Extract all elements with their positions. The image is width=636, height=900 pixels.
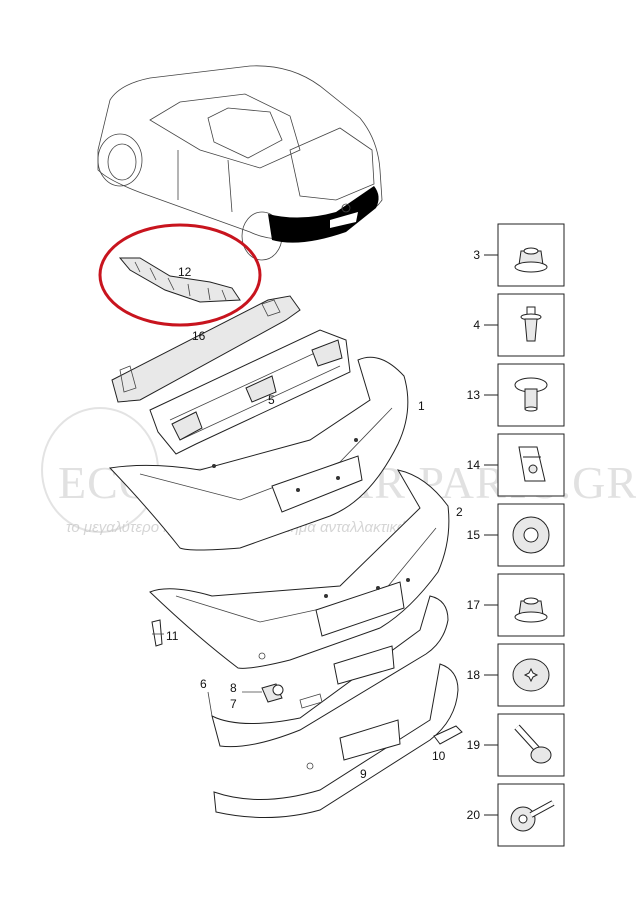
fastener-item: 15 — [467, 503, 565, 567]
fastener-item: 17 — [467, 573, 565, 637]
flange-nut-icon — [514, 597, 548, 623]
highlighted-rear-bumper — [268, 186, 379, 243]
fastener-label: 19 — [467, 738, 481, 752]
bracket-12 — [118, 257, 241, 303]
torx-bolt-icon — [510, 800, 555, 832]
fastener-label: 17 — [467, 598, 481, 612]
fastener-item: 19 — [467, 713, 565, 777]
fastener-item: 13 — [467, 363, 565, 427]
callout-7: 7 — [230, 697, 237, 711]
fastener-item: 14 — [467, 433, 565, 497]
fastener-label: 14 — [467, 458, 481, 472]
callout-6: 6 — [200, 677, 207, 691]
callout-1: 1 — [418, 399, 425, 413]
valance-7 — [211, 595, 449, 748]
diffuser-9 — [213, 663, 459, 819]
torx-screw-icon — [512, 658, 550, 692]
clip-11 — [151, 619, 164, 647]
reinforcement-16 — [111, 295, 301, 403]
callout-16: 16 — [192, 329, 206, 343]
washer-icon — [512, 516, 550, 554]
bracket-10 — [433, 725, 463, 745]
beam-5 — [149, 329, 351, 455]
highlight-ring — [98, 223, 262, 327]
fastener-label: 4 — [473, 318, 480, 332]
callout-11: 11 — [166, 629, 179, 643]
fastener-item: 20 — [467, 783, 565, 847]
callout-10: 10 — [432, 749, 446, 763]
plastic-clip-icon — [514, 377, 548, 412]
fastener-column: 3 4 13 14 15 17 18 19 20 — [467, 223, 565, 847]
callout-8: 8 — [230, 681, 237, 695]
spring-clip-icon — [518, 446, 546, 482]
fastener-item: 18 — [467, 643, 565, 707]
flange-nut-icon — [514, 247, 548, 273]
fastener-label: 20 — [467, 808, 481, 822]
fastener-item: 4 — [473, 293, 565, 357]
push-rivet-icon — [520, 306, 542, 342]
fastener-8 — [261, 683, 284, 703]
fastener-item: 3 — [473, 223, 565, 287]
fastener-label: 15 — [467, 528, 481, 542]
callout-12: 12 — [178, 265, 192, 279]
bolt-icon — [514, 724, 552, 764]
callout-9: 9 — [360, 767, 367, 781]
callout-5: 5 — [268, 393, 275, 407]
bumper-cover-2 — [149, 469, 450, 669]
fastener-label: 3 — [473, 248, 480, 262]
bumper-cover-1 — [108, 356, 409, 551]
fastener-label: 13 — [467, 388, 481, 402]
callout-2: 2 — [456, 505, 463, 519]
fastener-label: 18 — [467, 668, 481, 682]
car-outline — [97, 65, 383, 261]
